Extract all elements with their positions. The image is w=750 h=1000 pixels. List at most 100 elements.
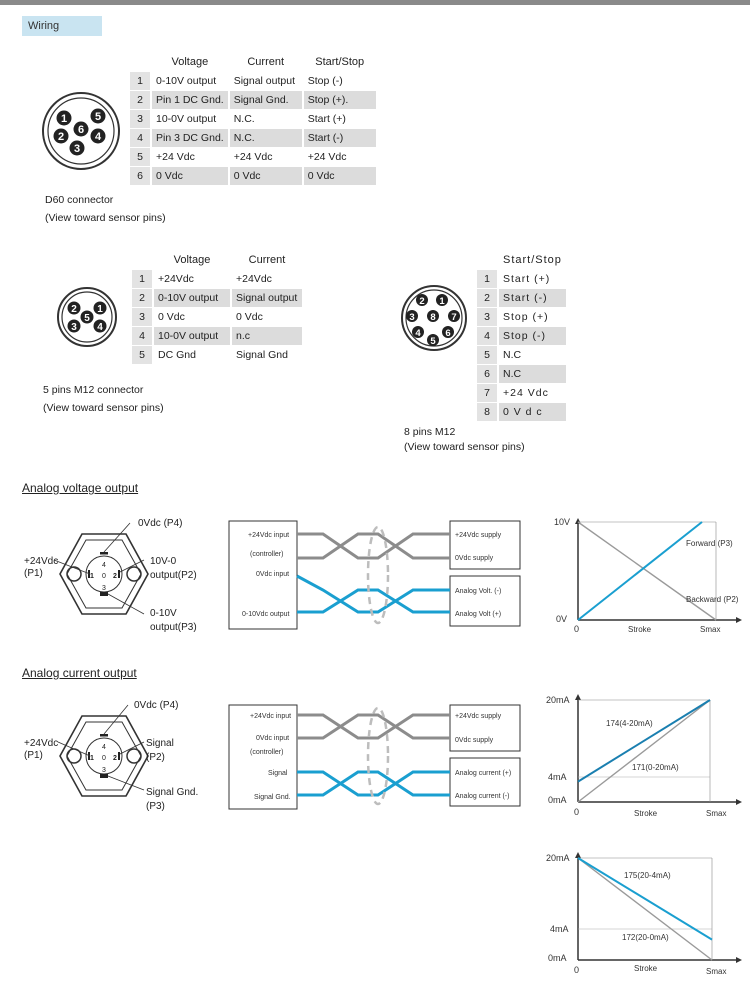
current-output-chart-falling: 20mA 4mA 0mA 0 Stroke Smax 175(20-4mA) 1… [546,852,742,976]
wiring-left-label: Signal Gnd. [254,794,291,801]
y-tick-label: 20mA [546,853,570,863]
d60-connector-drawing: 1 2 3 4 5 6 [42,92,120,170]
p3-label: 0-10V [150,608,177,619]
x-tick-label: 0 [574,965,579,975]
m12-8-pin-5: 5 [430,336,436,347]
p2-sub-label: (P2) [146,752,165,763]
m12-5-pin-4: 4 [97,322,103,333]
wiring-right-label: Analog current (-) [455,793,509,800]
wiring-left-label: Signal [268,770,288,777]
m12-5pin-caption-view: (View toward sensor pins) [43,402,164,414]
table-row: 1+24Vdc+24Vdc [132,270,302,288]
y-tick-label: 20mA [546,695,570,705]
wiring-right-label: 0Vdc supply [455,555,494,562]
pin-label: 3 [102,585,106,592]
x-tick-label: Smax [700,625,720,634]
wiring-right-label: Analog current (+) [455,770,511,777]
p1-label: +24Vdc [24,738,58,749]
d60-caption: D60 connector [45,194,114,206]
m12-8-pin-1: 1 [439,296,445,307]
p4-label: 0Vdc (P4) [134,700,178,711]
p1-sub-label: (P1) [24,568,43,579]
pin-label: 0 [102,755,106,762]
y-tick-label: 10V [554,517,570,527]
p3-sub-label: output(P3) [150,622,197,633]
y-tick-label: 4mA [550,924,569,934]
voltage-output-chart: 10V 0V 0 Stroke Smax Forward (P3) Backwa… [554,517,742,634]
m12-5-pin-2: 2 [71,304,77,315]
wiring-left-label: (controller) [250,551,283,558]
p4-label: 0Vdc (P4) [138,518,182,529]
table-row: 7+24 Vdc [477,384,566,402]
p2-label: Signal [146,738,174,749]
d60-caption-view: (View toward sensor pins) [45,212,166,224]
voltage-connector-drawing: 4 1 0 2 3 0Vdc (P4) +24Vdc (P1) 10V-0 ou… [24,518,197,633]
x-tick-label: Smax [706,809,726,818]
y-tick-label: 0V [556,614,567,624]
wiring-tag: Wiring [22,16,102,36]
table-header: Current [232,251,302,269]
pin-label: 4 [102,562,106,569]
m12-8-pin-3: 3 [409,312,414,323]
x-axis-label: Stroke [628,625,652,634]
m12-8-pin-7: 7 [451,312,456,323]
m12-8-pin-4: 4 [415,328,421,339]
series-0-20ma-line [577,699,711,803]
m12-8-pin-2: 2 [419,296,424,307]
y-tick-label: 4mA [548,772,567,782]
series-label-backward: Backward (P2) [686,595,739,604]
wiring-right-label: Analog Volt (+) [455,611,501,618]
m12-8pin-caption: 8 pins M12 [404,426,456,438]
y-tick-label: 0mA [548,795,567,805]
pin-label: 4 [102,744,106,751]
current-wiring-diagram: +24Vdc input 0Vdc input (controller) Sig… [228,704,521,810]
series-label-forward: Forward (P3) [686,539,733,548]
m12-5-pin-5: 5 [84,313,90,324]
p3-label: Signal Gnd. [146,787,198,798]
pin-label: 3 [102,767,106,774]
analog-voltage-title: Analog voltage output [22,481,139,495]
wiring-right-label: +24Vdc supply [455,713,502,720]
voltage-wiring-diagram: +24Vdc input (controller) 0Vdc input 0-1… [228,520,521,630]
d60-pin-3: 3 [74,143,80,155]
p1-label: +24Vdc [24,556,58,567]
x-axis-label: Stroke [634,809,658,818]
p1-sub-label: (P1) [24,750,43,761]
series-label: 174(4-20mA) [606,719,653,728]
wiring-right-label: Analog Volt. (-) [455,588,501,595]
series-forward-line [577,521,703,621]
m12-8-pin-8: 8 [430,312,435,323]
series-20-0ma-line [577,857,713,961]
wiring-left-label: +24Vdc input [250,713,291,720]
m12-8-pin-6: 6 [445,328,450,339]
d60-pin-6: 6 [78,124,84,136]
pin-label: 0 [102,573,106,580]
p2-sub-label: output(P2) [150,570,197,581]
pin-label: 2 [113,573,117,580]
wiring-left-label: (controller) [250,749,283,756]
m12-5pin-caption: 5 pins M12 connector [43,384,144,396]
series-label: 171(0-20mA) [632,763,679,772]
m12-8pin-connector-drawing: 2 1 3 8 7 4 6 5 [401,285,467,351]
top-bar [0,0,750,5]
wiring-right-label: +24Vdc supply [455,532,502,539]
m12-8pin-caption-view: (View toward sensor pins) [404,441,525,453]
table-header: Voltage [152,53,228,71]
series-backward-line [577,521,717,621]
wiring-left-label: +24Vdc input [248,532,289,539]
table-header: Current [229,53,302,71]
x-tick-label: 0 [574,624,579,634]
